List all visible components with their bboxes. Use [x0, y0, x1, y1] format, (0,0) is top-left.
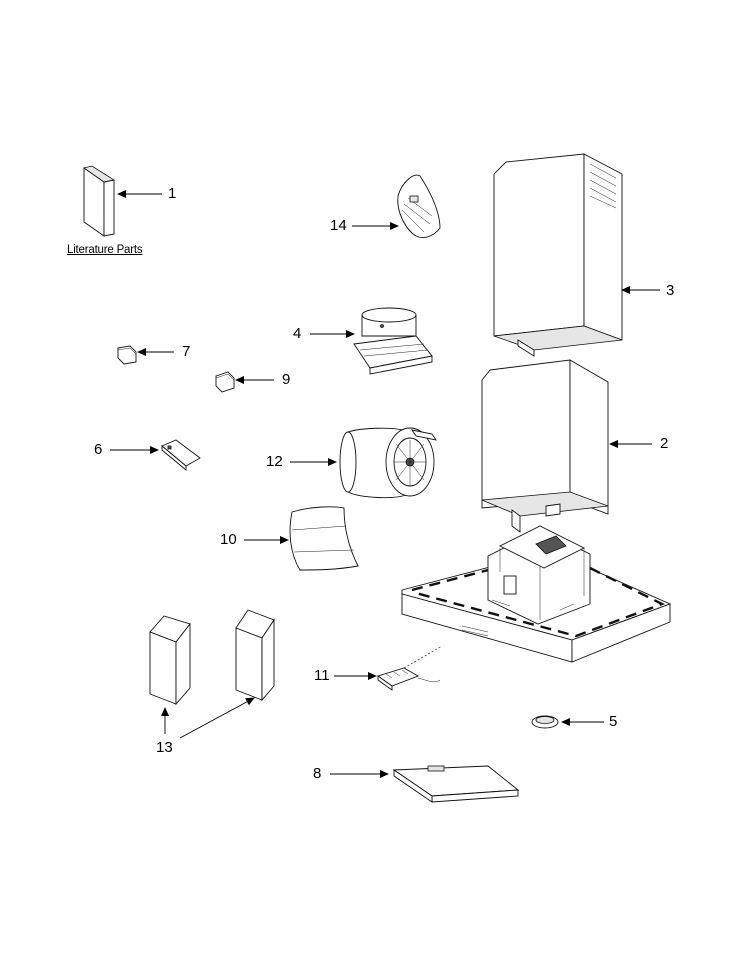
- callout-3: 3: [666, 282, 675, 299]
- callout-2: 2: [660, 435, 669, 452]
- part-hardware-bag: [397, 174, 441, 239]
- part-grease-filter: [392, 765, 520, 803]
- part-control-board: [161, 439, 201, 471]
- part-blower-motor: [339, 427, 437, 499]
- part-light-lens: [531, 715, 559, 729]
- callout-6: 6: [94, 441, 103, 458]
- callout-10: 10: [220, 531, 237, 548]
- part-light-socket: [376, 645, 443, 691]
- part-damper-transition: [353, 307, 433, 375]
- part-charcoal-filter-right: [235, 609, 275, 702]
- hood-canopy-assembly: [401, 525, 672, 663]
- part-switch-alt: [215, 371, 235, 393]
- callout-14: 14: [330, 217, 347, 234]
- leader-arrow-13b: [179, 697, 255, 739]
- part-upper-chimney: [493, 153, 623, 357]
- part-switch-small: [117, 345, 137, 365]
- part-lower-chimney: [481, 359, 609, 533]
- callout-9: 9: [282, 371, 291, 388]
- leader-arrows: [110, 190, 660, 778]
- part-charcoal-filter-left: [149, 615, 191, 706]
- literature-parts-caption: Literature Parts: [67, 244, 143, 256]
- callout-5: 5: [609, 713, 618, 730]
- callout-12: 12: [266, 453, 283, 470]
- part-air-deflector: [289, 506, 359, 571]
- part-literature-booklet: [83, 165, 116, 237]
- callout-11: 11: [314, 667, 330, 684]
- callout-13: 13: [156, 739, 173, 756]
- callout-7: 7: [182, 343, 191, 360]
- callout-4: 4: [293, 325, 302, 342]
- callout-8: 8: [313, 765, 322, 782]
- callout-1: 1: [168, 185, 177, 202]
